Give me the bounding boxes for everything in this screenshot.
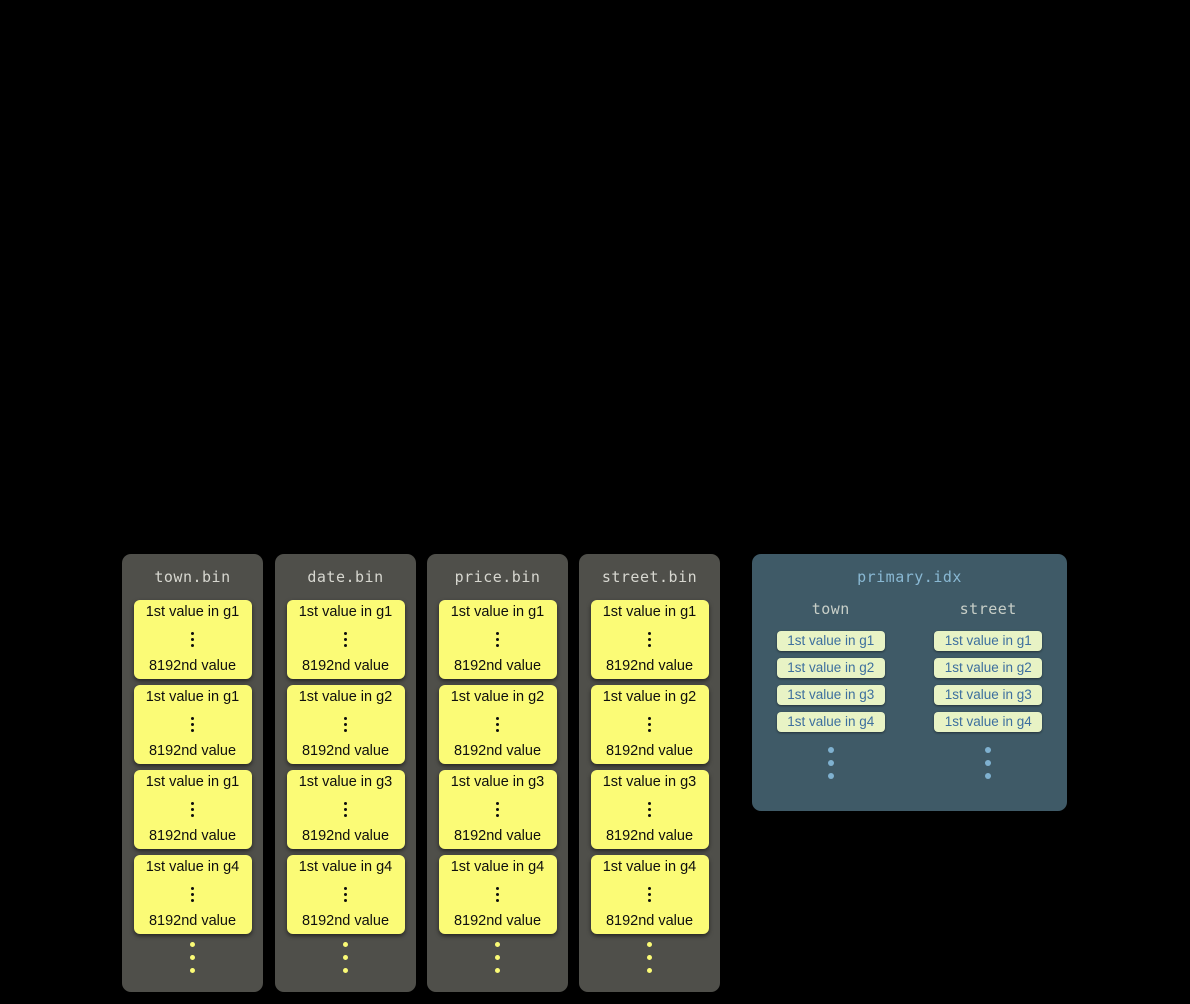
ellipsis-dots-icon [648,631,651,647]
granule-first-value: 1st value in g4 [602,859,697,875]
granule-block: 1st value in g1 8192nd value [286,600,405,679]
ellipsis-dots-icon [496,716,499,732]
more-granules-dots-icon [275,942,416,973]
bin-file-title: price.bin [454,568,541,586]
index-entry: 1st value in g2 [776,658,885,678]
index-entry: 1st value in g1 [776,631,885,651]
granule-first-value: 1st value in g1 [145,689,240,705]
granule-block: 1st value in g3 8192nd value [590,770,709,849]
index-entry: 1st value in g1 [934,631,1043,651]
granule-block: 1st value in g4 8192nd value [133,855,252,934]
granule-first-value: 1st value in g2 [450,689,545,705]
granule-block: 1st value in g2 8192nd value [590,685,709,764]
granule-block: 1st value in g3 8192nd value [286,770,405,849]
granule-first-value: 1st value in g3 [450,774,545,790]
index-entry: 1st value in g3 [934,685,1043,705]
index-column-header: town [811,600,850,618]
granule-last-value: 8192nd value [605,743,694,759]
bin-file-street: street.bin 1st value in g1 8192nd value … [579,554,720,992]
ellipsis-dots-icon [191,886,194,902]
more-entries-dots-icon [985,747,992,779]
ellipsis-dots-icon [648,801,651,817]
granule-last-value: 8192nd value [453,828,542,844]
more-granules-dots-icon [579,942,720,973]
granule-last-value: 8192nd value [148,913,237,929]
bin-file-title: date.bin [307,568,384,586]
index-entry: 1st value in g2 [934,658,1043,678]
granule-last-value: 8192nd value [148,658,237,674]
ellipsis-dots-icon [344,716,347,732]
ellipsis-dots-icon [191,801,194,817]
more-granules-dots-icon [122,942,263,973]
bin-file-date: date.bin 1st value in g1 8192nd value 1s… [275,554,416,992]
granule-first-value: 1st value in g3 [602,774,697,790]
primary-index-columns: town 1st value in g1 1st value in g2 1st… [752,600,1067,779]
granule-last-value: 8192nd value [605,913,694,929]
ellipsis-dots-icon [496,631,499,647]
granule-block: 1st value in g2 8192nd value [286,685,405,764]
granule-block: 1st value in g4 8192nd value [590,855,709,934]
bin-file-title: street.bin [601,568,698,586]
index-entry: 1st value in g4 [776,712,885,732]
granule-last-value: 8192nd value [605,658,694,674]
granule-last-value: 8192nd value [301,743,390,759]
granule-last-value: 8192nd value [605,828,694,844]
granule-block: 1st value in g4 8192nd value [286,855,405,934]
granule-last-value: 8192nd value [301,828,390,844]
granule-first-value: 1st value in g1 [145,604,240,620]
granule-block: 1st value in g1 8192nd value [133,685,252,764]
granule-first-value: 1st value in g3 [298,774,393,790]
granule-first-value: 1st value in g2 [602,689,697,705]
ellipsis-dots-icon [344,631,347,647]
granule-block: 1st value in g3 8192nd value [438,770,557,849]
ellipsis-dots-icon [496,801,499,817]
ellipsis-dots-icon [344,801,347,817]
ellipsis-dots-icon [191,631,194,647]
bin-file-price: price.bin 1st value in g1 8192nd value 1… [427,554,568,992]
primary-index-title: primary.idx [857,568,962,586]
granule-last-value: 8192nd value [453,913,542,929]
index-column-header: street [959,600,1017,618]
more-entries-dots-icon [827,747,834,779]
granule-last-value: 8192nd value [148,743,237,759]
granule-block: 1st value in g1 8192nd value [133,770,252,849]
granule-first-value: 1st value in g2 [298,689,393,705]
granule-block: 1st value in g1 8192nd value [438,600,557,679]
primary-index-panel: primary.idx town 1st value in g1 1st val… [752,554,1067,811]
granule-block: 1st value in g1 8192nd value [133,600,252,679]
granule-last-value: 8192nd value [301,913,390,929]
granule-first-value: 1st value in g1 [298,604,393,620]
granule-last-value: 8192nd value [453,743,542,759]
granule-first-value: 1st value in g1 [602,604,697,620]
granule-last-value: 8192nd value [301,658,390,674]
index-entry: 1st value in g3 [776,685,885,705]
index-column-street: street 1st value in g1 1st value in g2 1… [910,600,1068,779]
granule-block: 1st value in g4 8192nd value [438,855,557,934]
bin-file-town: town.bin 1st value in g1 8192nd value 1s… [122,554,263,992]
ellipsis-dots-icon [191,716,194,732]
granule-block: 1st value in g2 8192nd value [438,685,557,764]
more-granules-dots-icon [427,942,568,973]
ellipsis-dots-icon [648,716,651,732]
granule-first-value: 1st value in g1 [450,604,545,620]
granule-last-value: 8192nd value [148,828,237,844]
ellipsis-dots-icon [648,886,651,902]
ellipsis-dots-icon [496,886,499,902]
granule-first-value: 1st value in g4 [298,859,393,875]
granule-first-value: 1st value in g4 [450,859,545,875]
granule-block: 1st value in g1 8192nd value [590,600,709,679]
index-entry: 1st value in g4 [934,712,1043,732]
granule-first-value: 1st value in g1 [145,774,240,790]
granule-first-value: 1st value in g4 [145,859,240,875]
bin-file-title: town.bin [154,568,231,586]
ellipsis-dots-icon [344,886,347,902]
index-column-town: town 1st value in g1 1st value in g2 1st… [752,600,910,779]
granule-last-value: 8192nd value [453,658,542,674]
